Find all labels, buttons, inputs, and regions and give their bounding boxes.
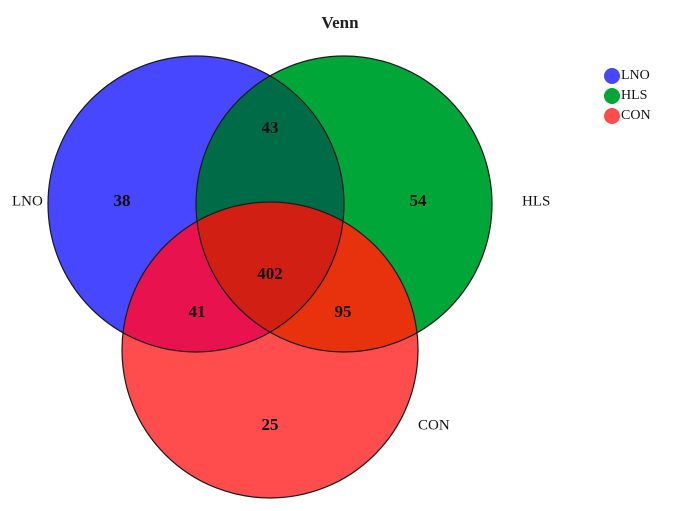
- legend-label-hls: HLS: [621, 88, 647, 103]
- legend-swatch-lno: [604, 68, 620, 84]
- legend-label-con: CON: [621, 108, 651, 123]
- set-label-lno: LNO: [12, 193, 43, 209]
- region-value-hls-con: 95: [335, 302, 352, 321]
- legend-swatch-con: [604, 108, 620, 124]
- region-value-hls: 54: [410, 191, 428, 210]
- circle-outline-con: [121, 201, 419, 499]
- legend: LNO HLS CON: [604, 68, 651, 124]
- chart-title: Venn: [321, 13, 359, 32]
- region-value-lno-con: 41: [189, 302, 206, 321]
- region-value-con: 25: [262, 415, 279, 434]
- region-value-lno-hls-con: 402: [257, 264, 283, 283]
- circle-outline-hls: [195, 55, 493, 353]
- venn-diagram: [47, 55, 493, 499]
- venn-labels: 38 54 25 43 41 95 402 LNO HLS CON: [12, 118, 550, 434]
- set-label-con: CON: [418, 417, 450, 433]
- legend-label-lno: LNO: [621, 68, 650, 83]
- circle-outline-lno: [47, 55, 345, 353]
- region-value-lno: 38: [114, 191, 131, 210]
- legend-swatch-hls: [604, 88, 620, 104]
- set-label-hls: HLS: [522, 193, 550, 209]
- region-value-lno-hls: 43: [262, 118, 279, 137]
